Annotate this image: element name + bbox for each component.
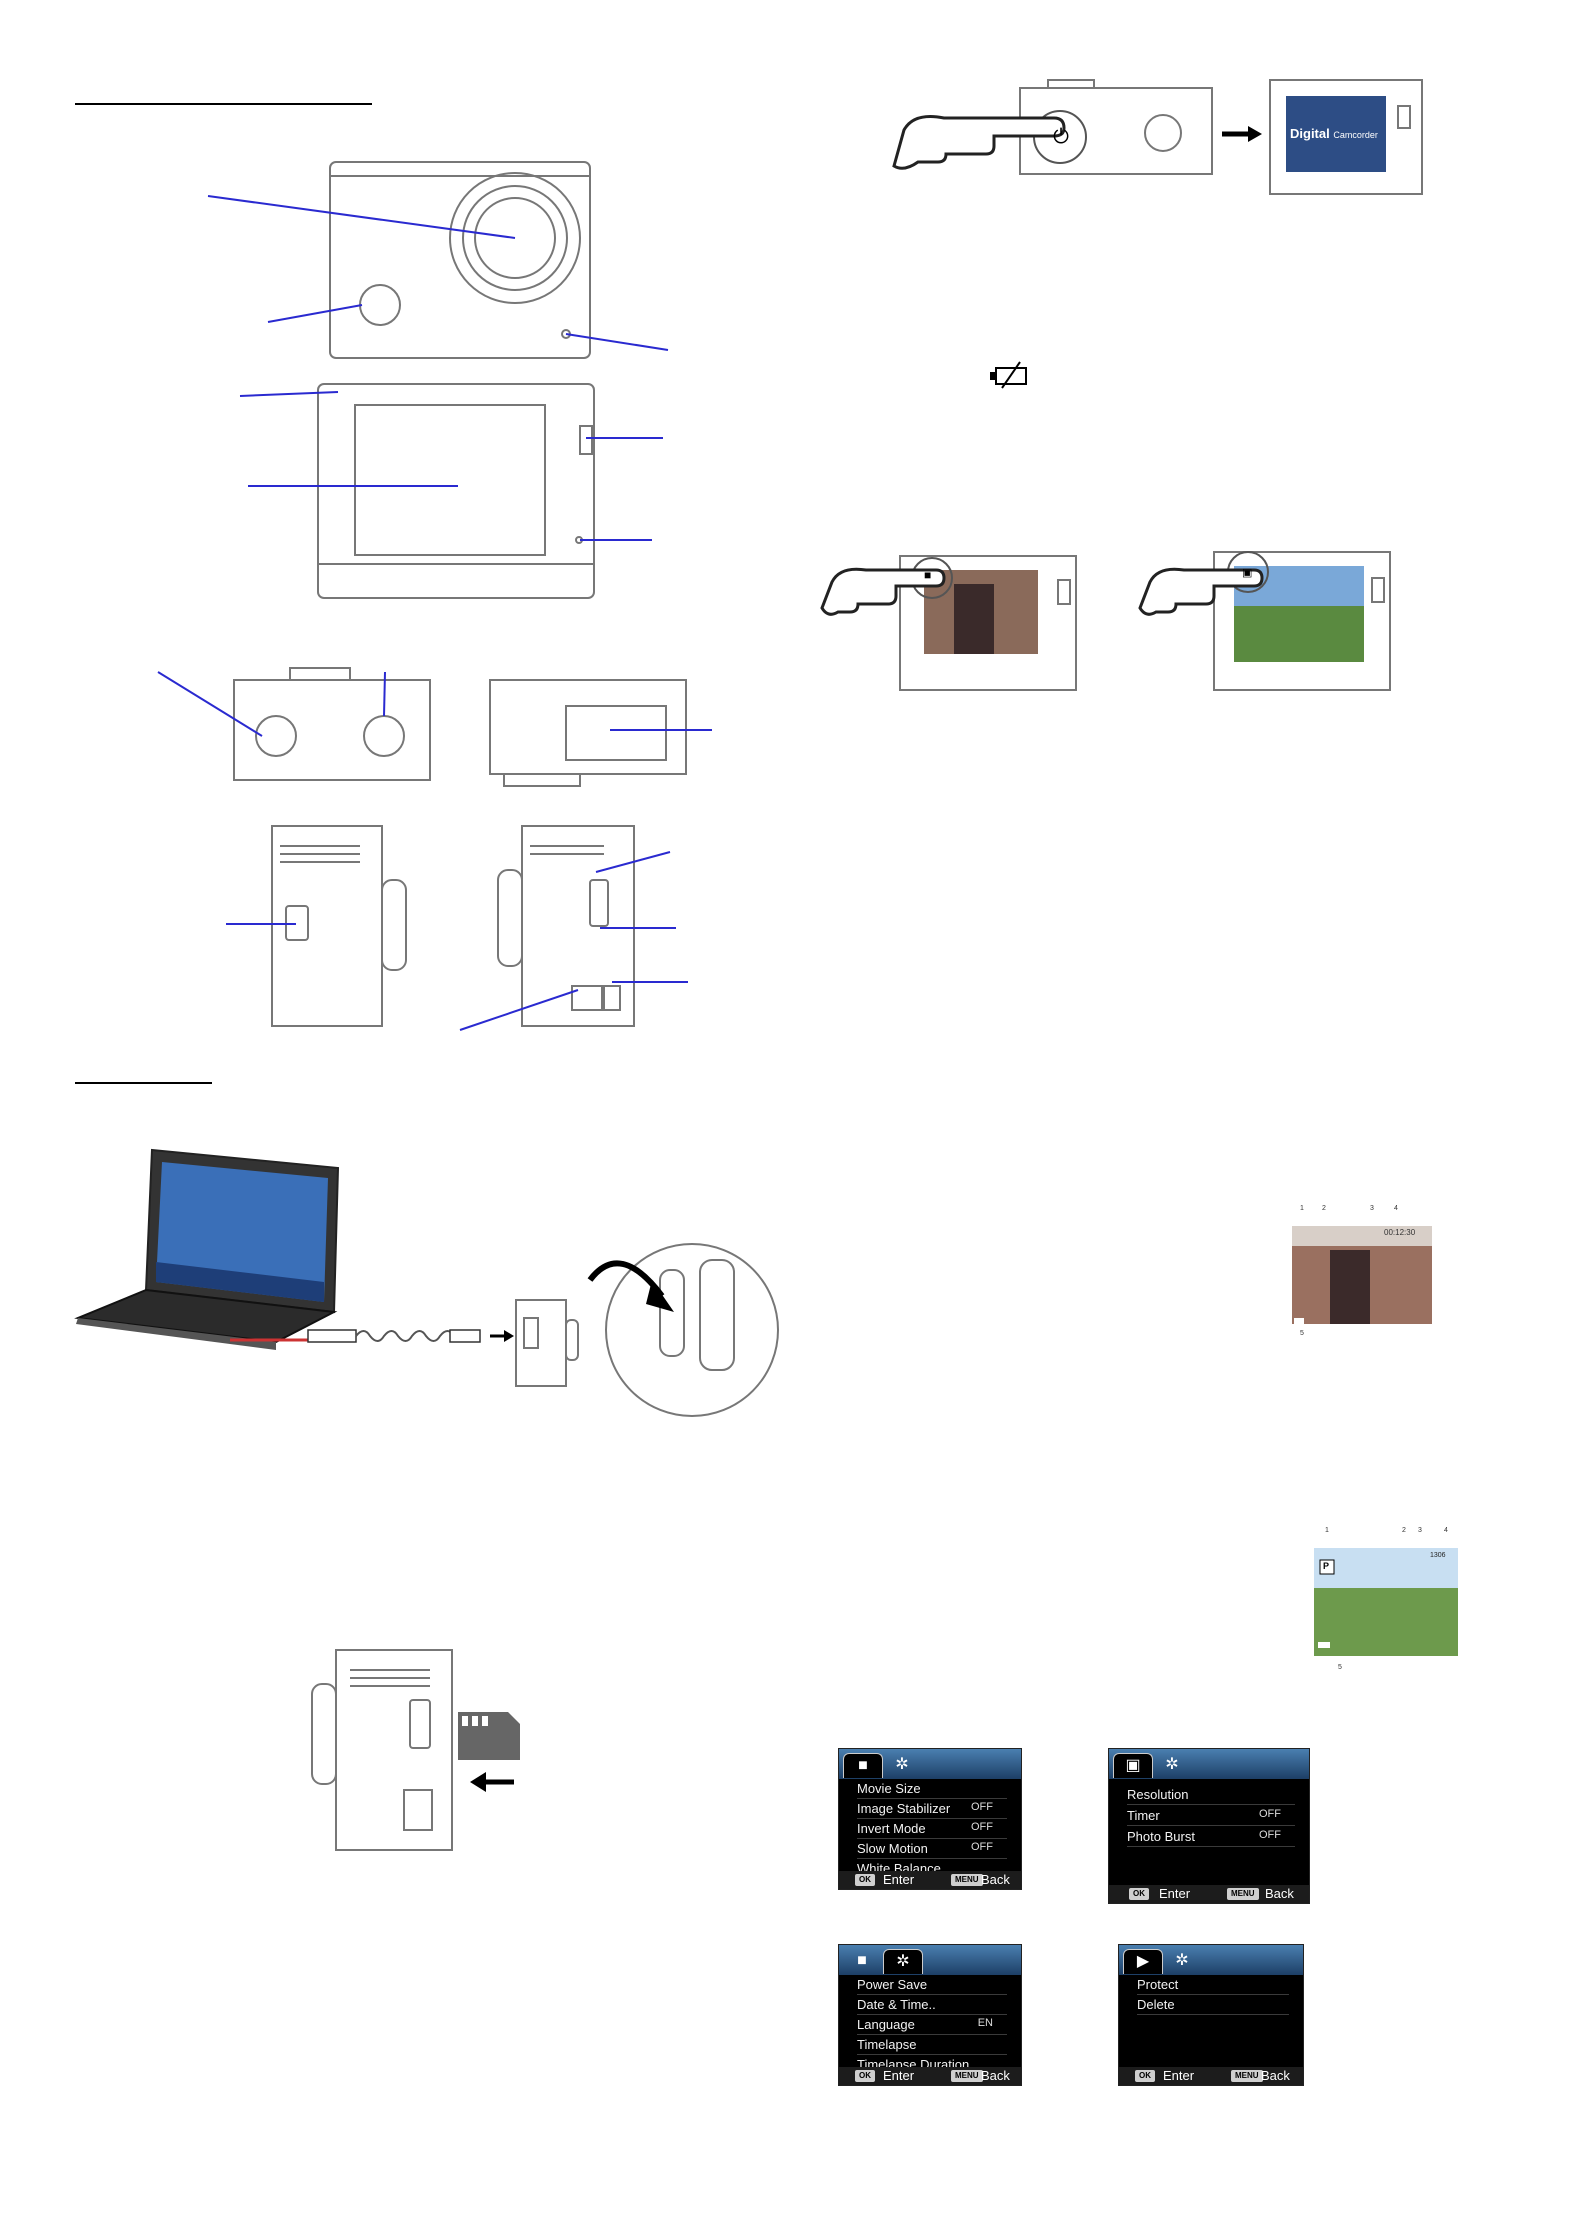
callout-lines: [157, 195, 712, 1031]
video-camera-icon: ■: [924, 568, 932, 582]
video-osd-time: 00:12:30: [1384, 1228, 1416, 1237]
splash-brand: Digital: [1290, 126, 1330, 141]
camera-front-view: [329, 161, 591, 359]
ok-key[interactable]: OK: [855, 2070, 875, 2082]
ok-key[interactable]: OK: [855, 1874, 875, 1886]
camera-usb-port-small: [515, 1299, 579, 1387]
back-label: Back: [1265, 1886, 1294, 1901]
menu-row[interactable]: Resolution: [1127, 1785, 1295, 1805]
video-osd-index-5: 5: [1300, 1330, 1304, 1337]
menu-row[interactable]: Invert Mode OFF: [857, 1819, 1007, 1839]
menu-key[interactable]: MENU: [951, 1874, 983, 1886]
camera-bottom-view: [489, 679, 687, 787]
menu-row[interactable]: Image Stabilizer OFF: [857, 1799, 1007, 1819]
gear-icon[interactable]: ✲: [1165, 1756, 1179, 1773]
menu-footer: OK Enter MENU Back: [839, 2067, 1021, 2085]
photo-osd-count: 1306: [1430, 1552, 1446, 1559]
menu-row[interactable]: Protect: [1137, 1975, 1289, 1995]
menu-row[interactable]: Timelapse: [857, 2035, 1007, 2055]
gear-icon[interactable]: ✲: [1175, 1952, 1189, 1969]
setup-menu: ■ ✲ Power Save Date & Time.. Language EN…: [838, 1944, 1022, 2086]
menu-row[interactable]: Timer OFF: [1127, 1806, 1295, 1826]
camera-top-view: [233, 667, 431, 781]
menu-tab-bar: ▣ ✲: [1109, 1749, 1309, 1779]
memory-card-insert-illustration: [311, 1649, 520, 1851]
photo-mode-touch-illustration: [1138, 551, 1391, 691]
menu-row[interactable]: Photo Burst OFF: [1127, 1827, 1295, 1847]
video-camera-icon[interactable]: ■: [843, 1753, 883, 1778]
power-icon[interactable]: ⏻: [1053, 126, 1069, 148]
menu-key[interactable]: MENU: [1227, 1888, 1259, 1900]
battery-empty-icon: [990, 361, 1027, 389]
gear-icon[interactable]: ✲: [883, 1949, 923, 1974]
menu-footer: OK Enter MENU Back: [1109, 1885, 1309, 1903]
photo-settings-menu: ▣ ✲ Resolution Timer OFF Photo Burst OFF…: [1108, 1748, 1310, 1904]
photo-osd-screen: [1314, 1548, 1458, 1656]
enter-label: Enter: [1159, 1886, 1191, 1901]
photo-osd-mode: P: [1323, 1561, 1330, 1571]
menu-footer: OK Enter MENU Back: [1119, 2067, 1303, 2085]
ok-key[interactable]: OK: [1135, 2070, 1155, 2082]
photo-osd-index-3: 3: [1418, 1527, 1422, 1534]
video-osd-index-1: 1: [1300, 1205, 1304, 1212]
menu-footer: OK Enter MENU Back: [839, 1871, 1021, 1889]
video-osd-screen: [1292, 1226, 1432, 1324]
back-label: Back: [1261, 2068, 1290, 2083]
camera-right-side-view: [497, 825, 635, 1027]
usb-port-zoom-circle: [587, 1243, 779, 1417]
power-on-illustration: [892, 79, 1423, 195]
photo-osd-index-1: 1: [1325, 1527, 1329, 1534]
menu-row[interactable]: Slow Motion OFF: [857, 1839, 1007, 1859]
ok-key[interactable]: OK: [1129, 1888, 1149, 1900]
laptop-illustration: [74, 1148, 340, 1350]
camera-left-side-view: [271, 825, 407, 1027]
menu-row[interactable]: Movie Size: [857, 1779, 1007, 1799]
camera-icon[interactable]: ▣: [1113, 1753, 1153, 1778]
enter-label: Enter: [883, 2068, 915, 2083]
video-camera-icon[interactable]: ■: [857, 1952, 867, 1969]
video-osd-index-4: 4: [1394, 1205, 1398, 1212]
menu-row[interactable]: Power Save: [857, 1975, 1007, 1995]
splash-screen-text: Digital Camcorder: [1290, 126, 1378, 141]
photo-osd-index-4: 4: [1444, 1527, 1448, 1534]
splash-subtitle: Camcorder: [1333, 130, 1378, 140]
usb-cable: [307, 1329, 514, 1343]
back-label: Back: [981, 1872, 1010, 1887]
menu-row[interactable]: Language EN: [857, 2015, 1007, 2035]
enter-label: Enter: [883, 1872, 915, 1887]
menu-tab-bar: ■ ✲: [839, 1749, 1021, 1779]
menu-row[interactable]: Date & Time..: [857, 1995, 1007, 2015]
movie-settings-menu: ■ ✲ Movie Size Image Stabilizer OFF Inve…: [838, 1748, 1022, 1890]
camera-back-view: [317, 383, 595, 599]
menu-key[interactable]: MENU: [951, 2070, 983, 2082]
gear-icon[interactable]: ✲: [895, 1756, 909, 1773]
camera-icon: ▣: [1242, 567, 1253, 579]
video-mode-touch-illustration: [820, 555, 1077, 691]
back-label: Back: [981, 2068, 1010, 2083]
photo-osd-index-2: 2: [1402, 1527, 1406, 1534]
menu-tab-bar: ▶ ✲: [1119, 1945, 1303, 1975]
menu-row[interactable]: Delete: [1137, 1995, 1289, 2015]
menu-key[interactable]: MENU: [1231, 2070, 1263, 2082]
video-osd-index-3: 3: [1370, 1205, 1374, 1212]
play-icon[interactable]: ▶: [1123, 1949, 1163, 1974]
playback-menu: ▶ ✲ Protect Delete OK Enter MENU Back: [1118, 1944, 1304, 2086]
photo-osd-index-5: 5: [1338, 1664, 1342, 1671]
menu-tab-bar: ■ ✲: [839, 1945, 1021, 1975]
video-osd-index-2: 2: [1322, 1205, 1326, 1212]
enter-label: Enter: [1163, 2068, 1195, 2083]
